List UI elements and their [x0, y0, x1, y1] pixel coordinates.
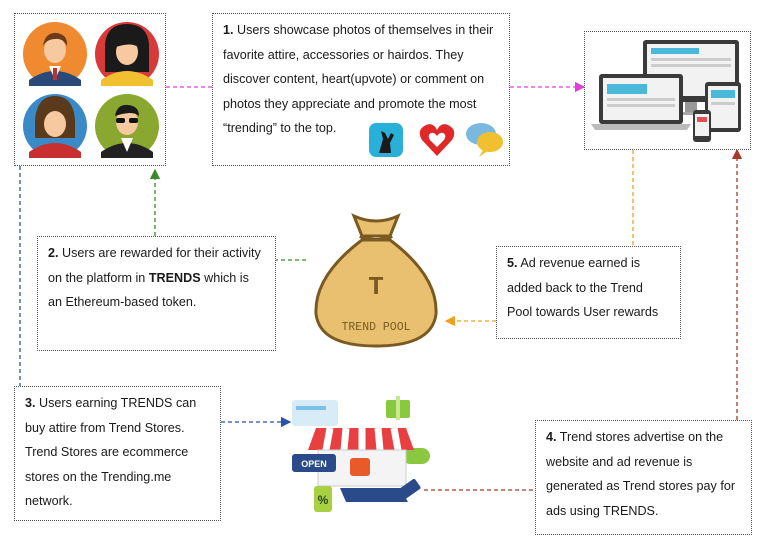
pool-letter: T	[368, 272, 384, 302]
avatar-man-icon	[23, 22, 87, 86]
step-2-text-pre: Users are rewarded for their activity on…	[48, 246, 261, 285]
step-5-text: Ad revenue earned is added back to the T…	[507, 256, 659, 319]
step-2-token-name: TRENDS	[148, 270, 201, 285]
step-4-number: 4.	[546, 430, 557, 444]
social-app-icon	[369, 123, 403, 157]
step-1-number: 1.	[223, 23, 234, 37]
step-1-text: Users showcase photos of themselves in t…	[223, 23, 494, 135]
step-3-number: 3.	[25, 396, 36, 410]
pool-label: TREND POOL	[341, 321, 410, 334]
avatars-box	[14, 13, 166, 166]
step-3-text: Users earning TRENDS can buy attire from…	[25, 396, 197, 508]
step-5-box: 5. Ad revenue earned is added back to th…	[496, 246, 681, 339]
open-sign: OPEN	[301, 459, 327, 469]
devices-box	[584, 31, 751, 150]
storefront-icon: OPEN %	[292, 396, 430, 512]
step-1-box: 1. Users showcase photos of themselves i…	[212, 13, 510, 166]
avatars-grid-icon	[23, 22, 159, 158]
step-2-number: 2.	[48, 246, 59, 260]
avatar-man-sunglasses-icon	[95, 94, 159, 158]
step-4-box: 4. Trend stores advertise on the website…	[535, 420, 752, 535]
step-2-box: 2. Users are rewarded for their activity…	[37, 236, 276, 351]
avatar-woman-blue-icon	[23, 94, 87, 158]
discount-tag: %	[318, 493, 329, 507]
devices-icon	[591, 40, 741, 142]
step-4-text: Trend stores advertise on the website an…	[546, 430, 736, 518]
step-5-number: 5.	[507, 256, 518, 270]
step-2-text-post: which is an Ethereum-based token.	[48, 270, 249, 310]
chat-icon	[466, 123, 503, 157]
money-bag-icon: T TREND POOL	[314, 213, 438, 348]
avatar-woman-icon	[95, 22, 159, 86]
step-3-box: 3. Users earning TRENDS can buy attire f…	[14, 386, 221, 521]
heart-icon	[419, 124, 455, 156]
